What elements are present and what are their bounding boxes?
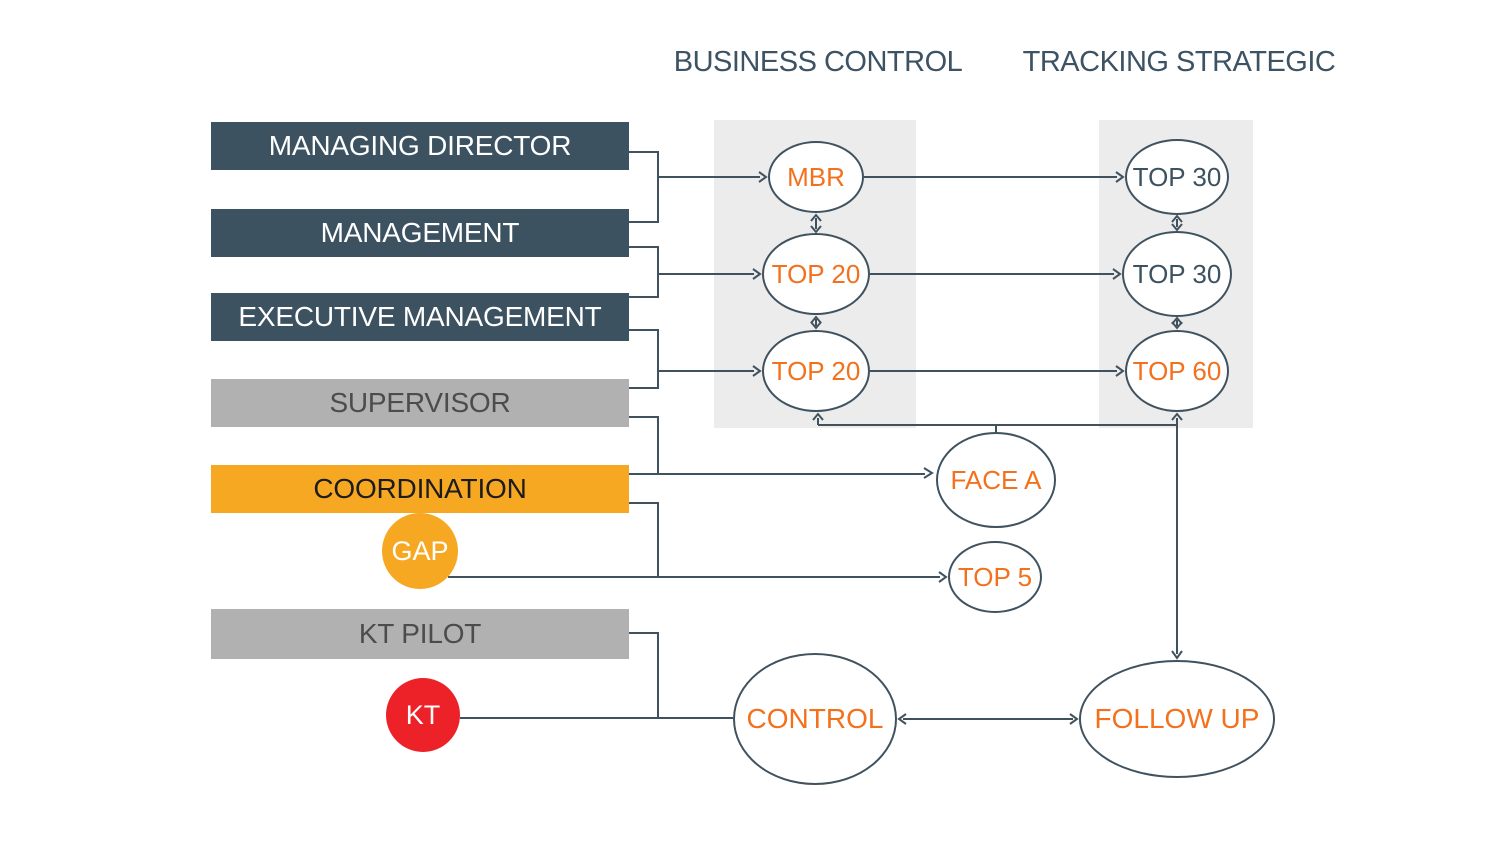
column-header-business-control: BUSINESS CONTROL xyxy=(673,46,963,78)
role-bar-label: KT PILOT xyxy=(358,618,482,649)
node-label: TOP 5 xyxy=(957,561,1033,592)
role-bar-kt-pilot: KT PILOT xyxy=(211,609,629,659)
node-label: TOP 30 xyxy=(1132,161,1222,192)
role-bar-label: SUPERVISOR xyxy=(329,387,511,418)
node-top30-management: TOP 30 xyxy=(1122,231,1232,317)
node-control: CONTROL xyxy=(733,653,897,785)
bracket-supervisor-coordination xyxy=(629,416,659,474)
node-top5: TOP 5 xyxy=(948,541,1042,613)
node-label: FOLLOW UP xyxy=(1094,703,1260,734)
role-bar-management: MANAGEMENT xyxy=(211,209,629,257)
node-mbr: MBR xyxy=(768,141,864,213)
node-label: TOP 20 xyxy=(771,258,861,289)
arrowhead xyxy=(1112,268,1122,280)
arrowhead xyxy=(923,467,934,479)
arrowhead xyxy=(1171,412,1183,421)
role-bar-supervisor: SUPERVISOR xyxy=(211,379,629,427)
node-label: TOP 60 xyxy=(1132,355,1222,386)
arrowhead xyxy=(752,268,762,280)
role-bar-coordination: COORDINATION xyxy=(211,465,629,513)
node-label: CONTROL xyxy=(746,703,884,734)
arrowhead xyxy=(810,315,822,324)
role-bar-executive-management: EXECUTIVE MANAGEMENT xyxy=(211,293,629,341)
node-label: TOP 30 xyxy=(1132,258,1222,289)
arrowhead xyxy=(1115,171,1125,183)
bracket-managing-director-management xyxy=(629,151,659,223)
arrowhead xyxy=(810,225,822,234)
gap-badge: GAP xyxy=(382,513,458,589)
arrowhead xyxy=(897,713,907,725)
arrowhead xyxy=(938,571,948,583)
kt-badge: KT xyxy=(386,678,460,752)
arrowhead xyxy=(810,321,822,330)
arrowhead xyxy=(752,365,762,377)
role-bar-label: COORDINATION xyxy=(313,473,527,504)
node-label: MBR xyxy=(787,161,845,192)
bracket-kt-pilot xyxy=(629,632,659,718)
arrowhead xyxy=(812,412,824,421)
role-bar-label: MANAGING DIRECTOR xyxy=(268,130,572,161)
kt-badge-label: KT xyxy=(405,699,441,730)
node-follow-up: FOLLOW UP xyxy=(1079,660,1275,778)
node-top20-management: TOP 20 xyxy=(762,233,870,315)
arrowhead xyxy=(1171,650,1183,660)
node-top20-executive: TOP 20 xyxy=(762,330,870,412)
arrowhead xyxy=(1171,214,1183,223)
bracket-executive-supervisor xyxy=(629,329,659,389)
arrowhead xyxy=(1069,713,1079,725)
node-top30-md: TOP 30 xyxy=(1125,139,1229,215)
bracket-management-executive xyxy=(629,246,659,298)
gap-badge-label: GAP xyxy=(391,535,449,566)
arrowhead xyxy=(1115,365,1125,377)
node-label: TOP 20 xyxy=(771,355,861,386)
role-bar-managing-director: MANAGING DIRECTOR xyxy=(211,122,629,170)
node-label: FACE A xyxy=(950,464,1042,495)
node-face-a: FACE A xyxy=(936,432,1056,528)
arrowhead xyxy=(1171,316,1183,325)
arrowhead xyxy=(1171,223,1183,232)
arrowhead xyxy=(758,171,768,183)
role-bar-label: EXECUTIVE MANAGEMENT xyxy=(238,301,602,332)
arrowhead xyxy=(1171,321,1183,330)
arrowhead xyxy=(810,213,822,222)
role-bar-label: MANAGEMENT xyxy=(320,217,520,248)
column-header-tracking-strategic: TRACKING STRATEGIC xyxy=(1022,46,1336,78)
node-top60: TOP 60 xyxy=(1125,330,1229,412)
bracket-coordination-gap xyxy=(629,502,659,577)
